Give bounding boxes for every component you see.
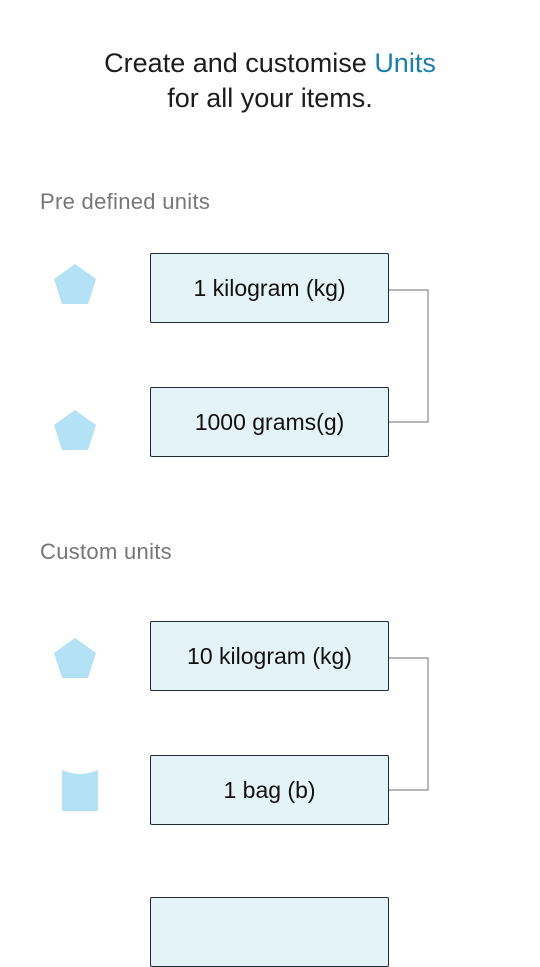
bag-icon [62,770,98,811]
pentagon-icon [54,410,96,450]
unit-box-custom-kilogram[interactable]: 10 kilogram (kg) [150,621,389,691]
pentagon-icon [54,638,96,678]
unit-box-next[interactable] [150,897,389,967]
connector-custom [389,657,429,791]
headline: Create and customise Units for all your … [0,46,540,116]
unit-box-kilogram[interactable]: 1 kilogram (kg) [150,253,389,323]
unit-box-bag[interactable]: 1 bag (b) [150,755,389,825]
unit-box-grams[interactable]: 1000 grams(g) [150,387,389,457]
headline-prefix: Create and customise [104,48,375,78]
headline-highlight: Units [374,48,436,78]
pentagon-icon [54,264,96,304]
headline-line-1: Create and customise Units [0,46,540,81]
connector-lines [389,289,429,791]
connector-predefined [389,289,429,423]
predefined-units-label: Pre defined units [40,189,211,214]
custom-units-label: Custom units [40,539,172,564]
headline-line-2: for all your items. [167,83,373,113]
